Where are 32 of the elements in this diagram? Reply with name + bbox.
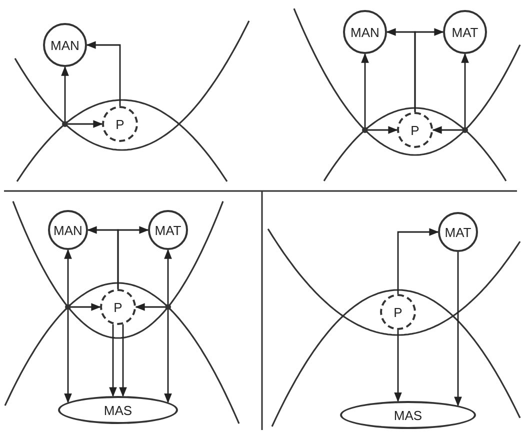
arrow	[109, 324, 117, 398]
arrow	[135, 303, 165, 311]
arrow	[164, 249, 172, 304]
arrow	[432, 126, 462, 134]
arrow	[164, 310, 172, 404]
arrow	[394, 330, 402, 402]
dashed-circle-node: P	[380, 294, 416, 330]
arrow	[119, 324, 127, 398]
ellipse-node: MAS	[340, 401, 476, 429]
arrow	[368, 126, 398, 134]
circle-node: MAT	[148, 210, 188, 250]
arrow	[64, 249, 72, 304]
arrow	[64, 310, 72, 404]
dashed-circle-node: P	[100, 289, 136, 325]
arrow	[361, 53, 369, 127]
circle-node: MAT	[438, 212, 478, 252]
dashed-circle-node: P	[102, 106, 138, 142]
arrow	[117, 226, 149, 289]
circle-node: MAT	[443, 10, 487, 54]
circle-node: MAN	[43, 23, 87, 67]
arrow	[414, 28, 444, 112]
arrow	[86, 41, 121, 106]
ellipse-node: MAS	[58, 396, 178, 424]
arrow	[454, 252, 462, 406]
arrow	[68, 120, 103, 128]
circle-node: MAN	[343, 10, 387, 54]
dashed-circle-node: P	[397, 112, 433, 148]
circle-node: MAN	[48, 210, 88, 250]
arrow	[61, 66, 69, 121]
arrow	[71, 303, 101, 311]
arrow	[461, 53, 469, 127]
arrow	[397, 228, 439, 294]
